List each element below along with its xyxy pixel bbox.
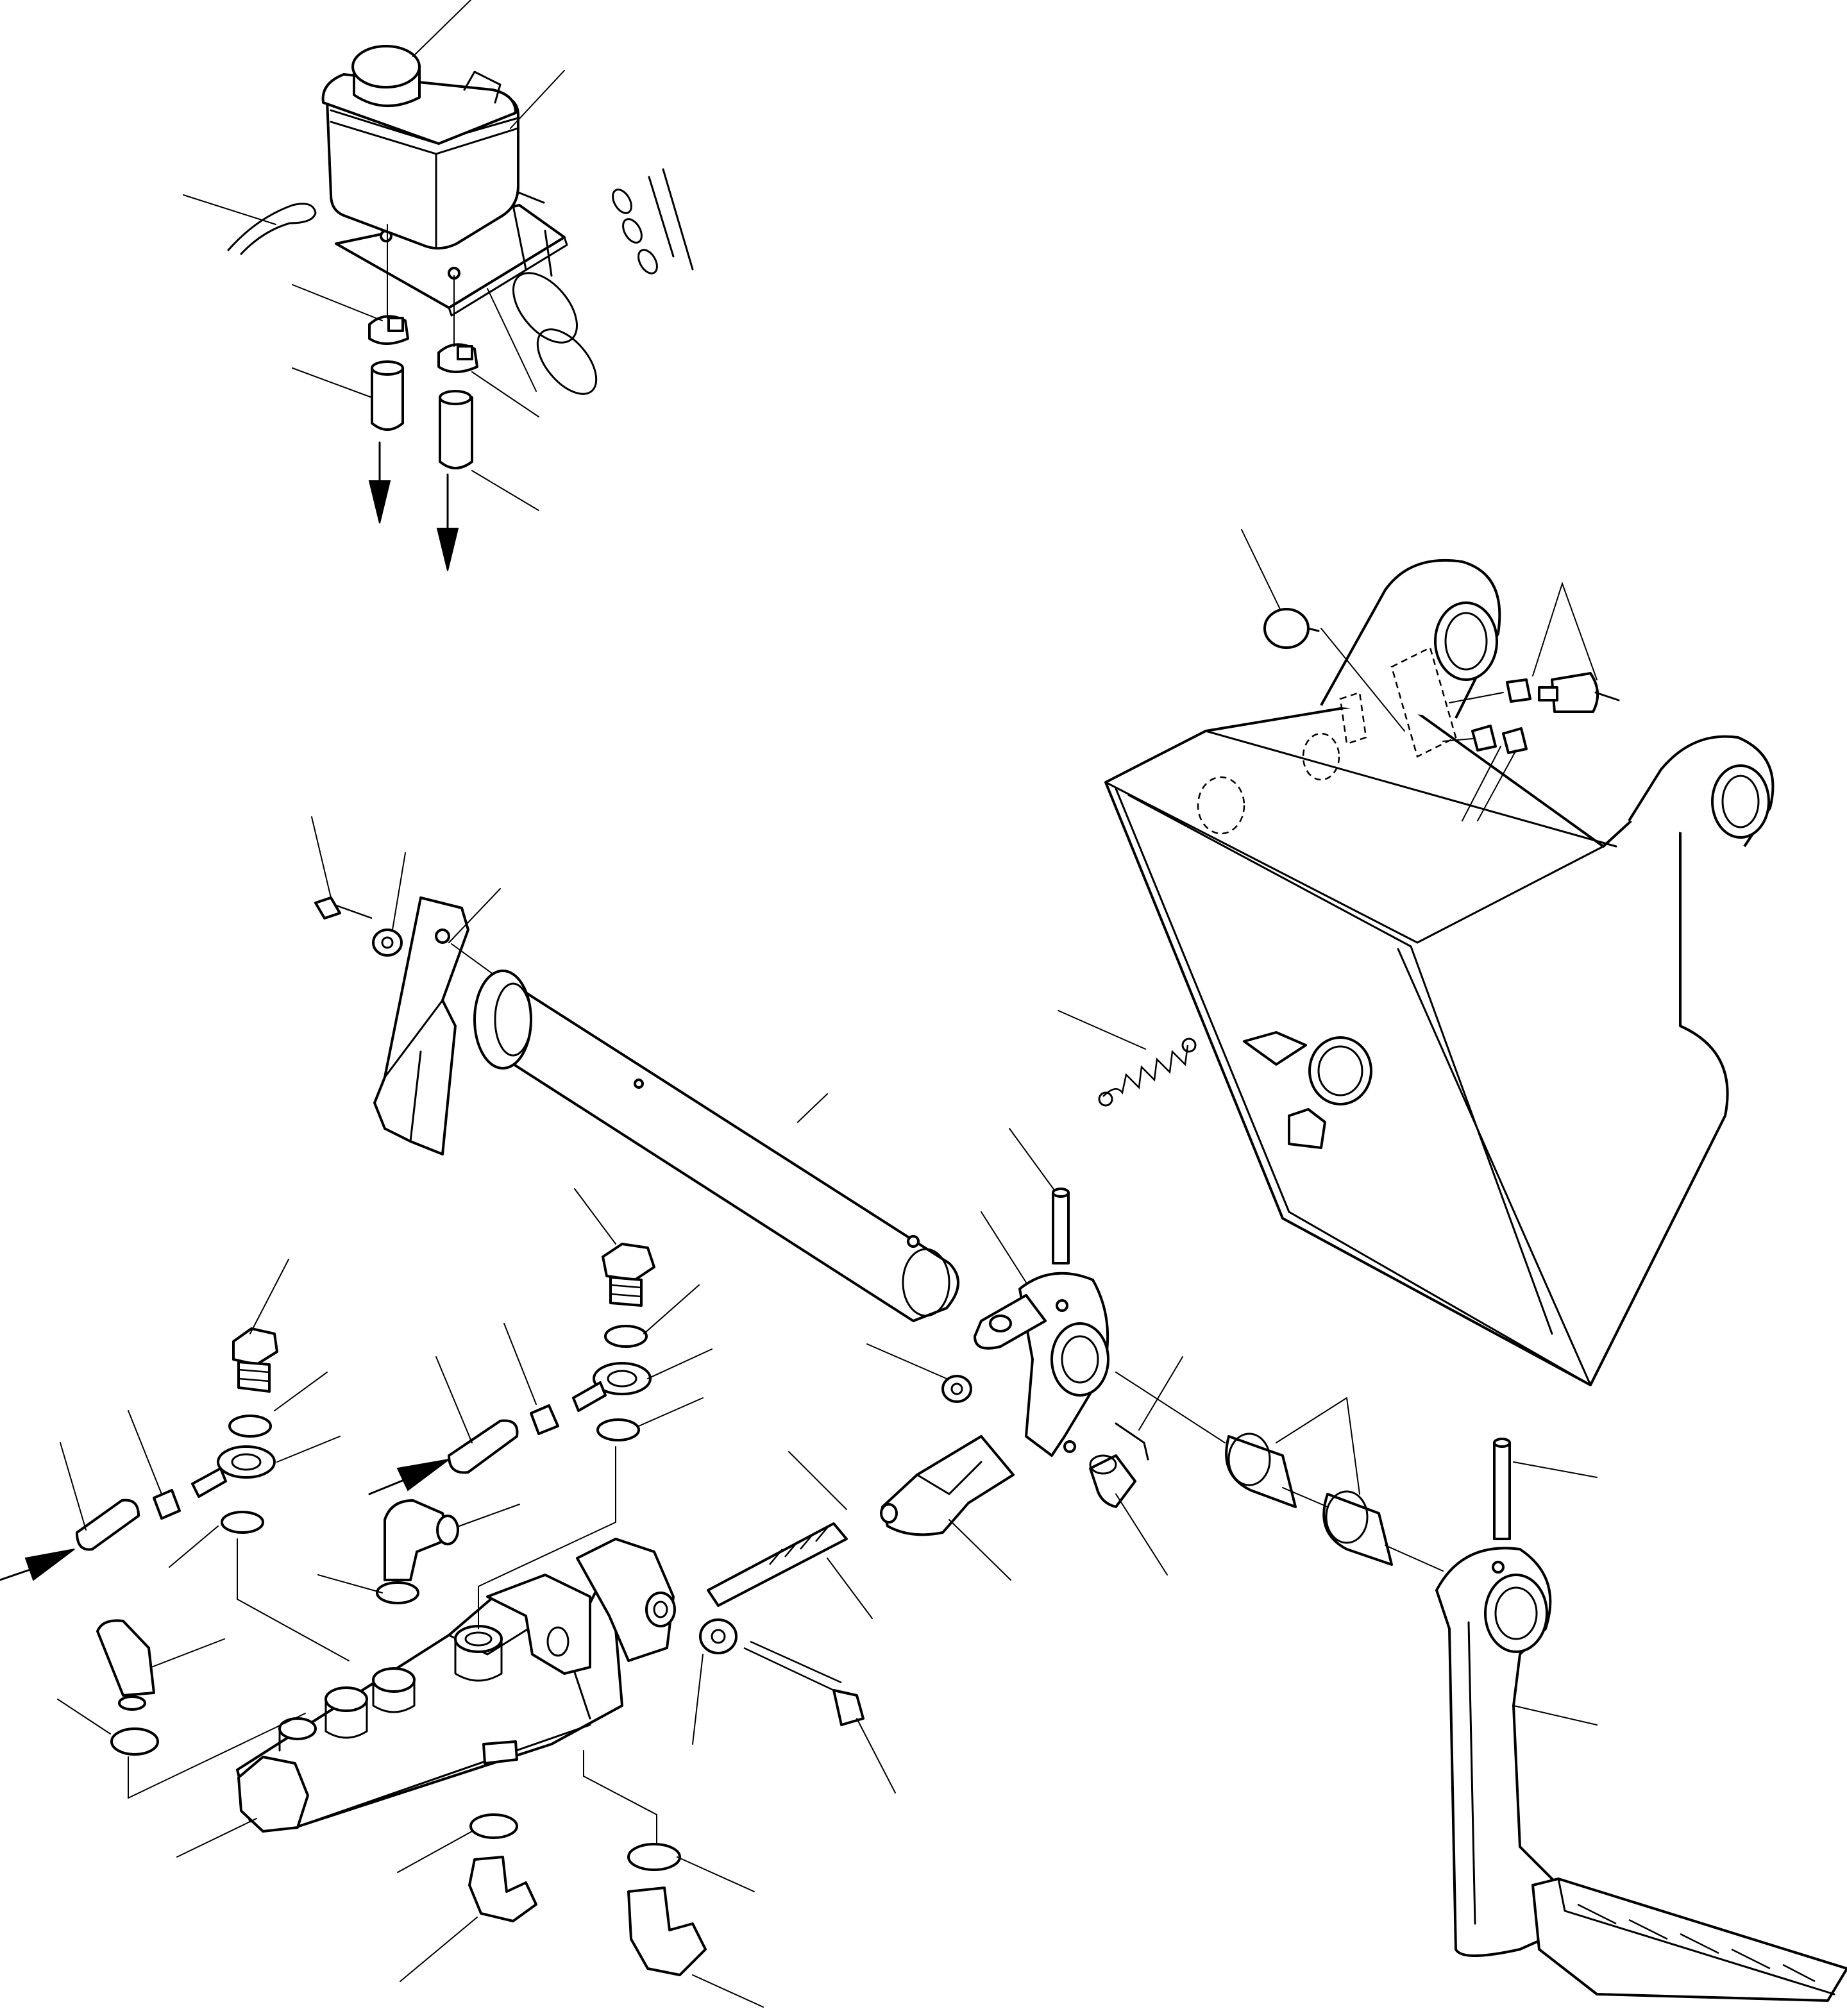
pedal-bracket bbox=[1106, 560, 1773, 1385]
master-cylinder-fittings bbox=[0, 1244, 863, 1975]
leader-lines bbox=[58, 0, 1597, 2007]
reservoir-cap bbox=[353, 46, 419, 106]
pedal-bushings bbox=[1226, 1434, 1443, 1571]
pedal-lever-hub bbox=[943, 1189, 1225, 1507]
brake-pedal bbox=[1437, 1439, 1847, 2001]
brake-fluid-reservoir bbox=[228, 46, 693, 571]
clevis bbox=[881, 1436, 1013, 1534]
pedal-lever bbox=[316, 898, 468, 1154]
return-spring bbox=[1099, 1039, 1195, 1105]
push-rod bbox=[708, 1524, 847, 1606]
pedal-shaft bbox=[451, 944, 958, 1321]
brake-master-cylinder bbox=[237, 1539, 675, 1831]
